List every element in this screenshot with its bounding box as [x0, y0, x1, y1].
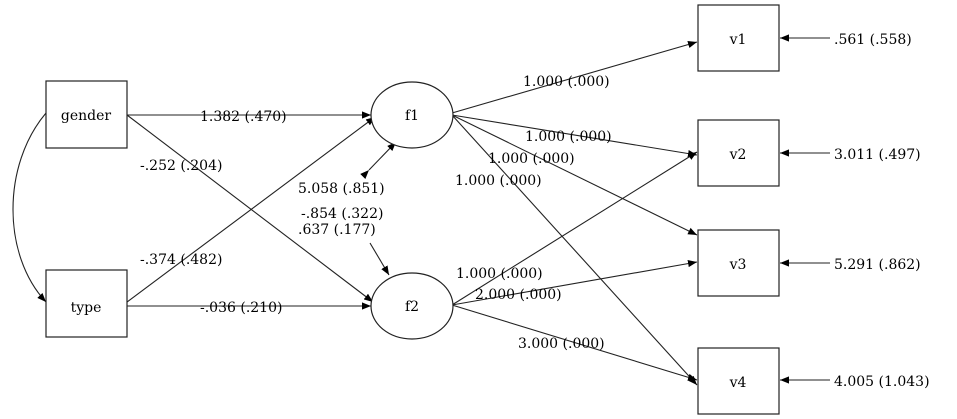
node-f2-label: f2 [405, 299, 419, 315]
label-error-v1: .561 (.558) [834, 32, 912, 48]
node-type: type [45, 269, 128, 338]
edge-f1-v2 [451, 114, 698, 158]
node-f1: f1 [370, 81, 454, 149]
node-v3: v3 [697, 229, 780, 297]
label-type-f1: -.374 (.482) [140, 252, 222, 268]
edge-f1-v4 [451, 114, 698, 386]
node-v1-label: v1 [729, 32, 747, 48]
edge-f1-f2-covariance-b [369, 242, 390, 276]
label-error-v2: 3.011 (.497) [834, 147, 921, 163]
label-f1-v3: 1.000 (.000) [488, 151, 575, 167]
label-f2-v4: 3.000 (.000) [518, 336, 605, 352]
node-v2-label: v2 [729, 147, 747, 163]
edge-f1-f2-covariance-a [360, 141, 397, 179]
label-type-f2: -.036 (.210) [200, 300, 282, 316]
node-type-label: type [71, 300, 102, 316]
node-f2: f2 [370, 272, 454, 340]
label-gender-f2: -.252 (.204) [140, 158, 222, 174]
node-v4: v4 [697, 347, 780, 415]
node-v2: v2 [697, 119, 780, 187]
node-v4-label: v4 [729, 375, 747, 391]
label-f1-f2-a: 5.058 (.851) [298, 181, 385, 197]
node-v1: v1 [697, 4, 780, 72]
label-f1-v1: 1.000 (.000) [523, 74, 610, 90]
label-f1-v4: 1.000 (.000) [455, 173, 542, 189]
edge-gender-f2 [126, 114, 374, 303]
edge-f2-v2 [451, 151, 698, 306]
edge-type-f1 [126, 116, 376, 303]
edge-f2-v4 [451, 304, 698, 381]
label-f1-f2-c: .637 (.177) [298, 222, 376, 238]
label-gender-f1: 1.382 (.470) [200, 109, 287, 125]
node-v3-label: v3 [729, 257, 747, 273]
edge-f1-v3 [451, 114, 698, 236]
edge-gender-type-covariance [12, 103, 55, 303]
label-error-v4: 4.005 (1.043) [834, 374, 930, 390]
node-f1-label: f1 [405, 108, 419, 124]
node-gender-label: gender [61, 108, 112, 124]
label-f2-v2: 1.000 (.000) [456, 266, 543, 282]
edge-f2-v3 [451, 260, 698, 306]
label-error-v3: 5.291 (.862) [834, 257, 921, 273]
label-f1-f2-b: -.854 (.322) [301, 206, 383, 222]
label-f1-v2: 1.000 (.000) [525, 129, 612, 145]
edge-f1-v1 [451, 41, 698, 114]
label-f2-v3: 2.000 (.000) [475, 287, 562, 303]
node-gender: gender [45, 80, 128, 149]
